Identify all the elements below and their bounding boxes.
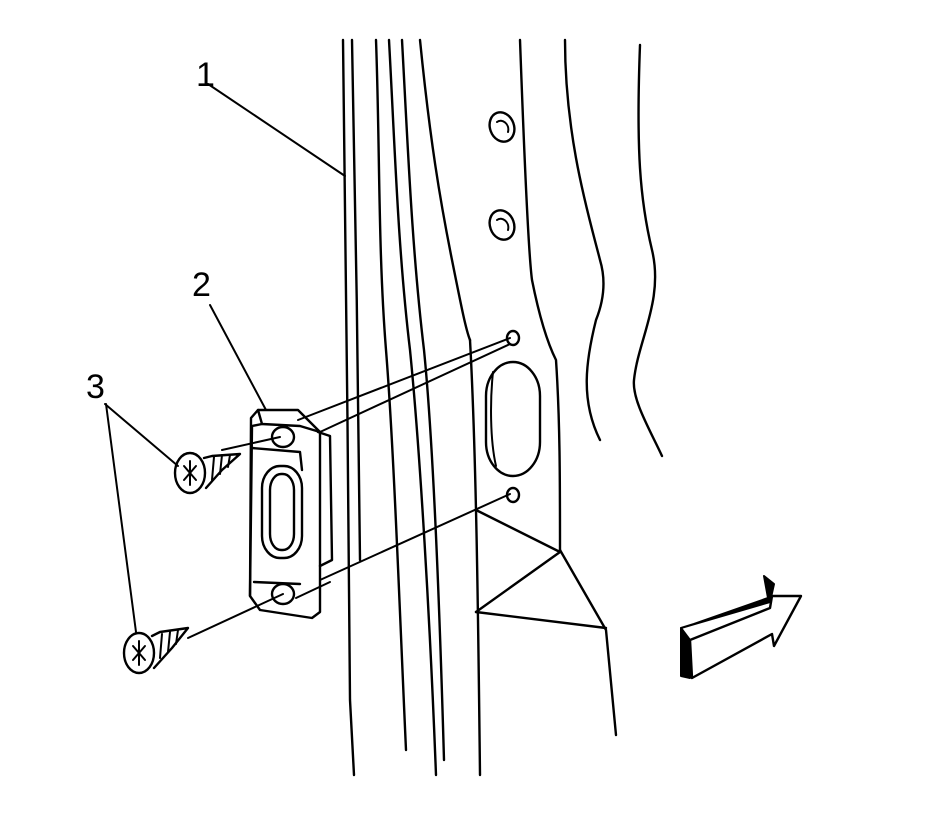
- door-striker-plate: [248, 408, 334, 620]
- callout-2: 2: [192, 266, 211, 304]
- pillar-hole-lower: [488, 209, 516, 241]
- pillar-screw-hole-upper: [505, 329, 521, 347]
- callout-3: 3: [86, 368, 105, 406]
- pillar-slot-opening: [484, 360, 542, 478]
- leader-lines: [104, 83, 346, 633]
- door-pillar: [341, 38, 664, 777]
- callout-1: 1: [196, 56, 215, 94]
- screw-lower: [122, 626, 190, 675]
- screw-upper: [173, 451, 242, 495]
- alignment-lines: [187, 337, 511, 639]
- pillar-hole-upper: [488, 111, 516, 143]
- forward-arrow-icon: [680, 575, 803, 680]
